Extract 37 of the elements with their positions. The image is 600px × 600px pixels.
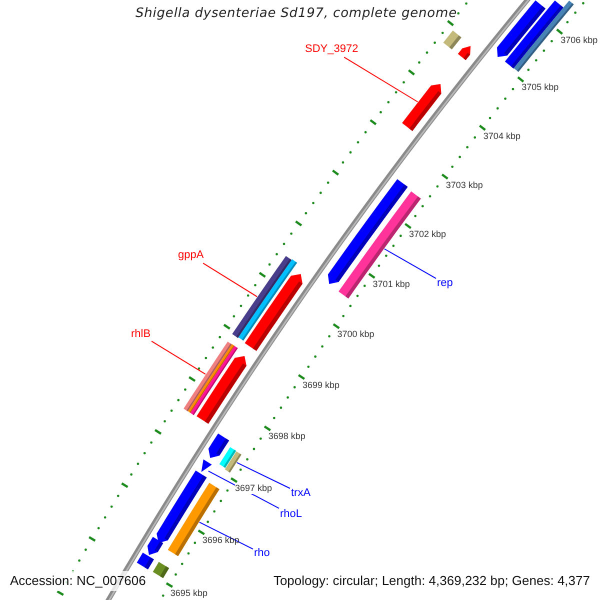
leader-line — [202, 262, 258, 298]
scale-label: 3698 kbp — [268, 431, 306, 442]
gene-feature — [443, 30, 462, 50]
gene-feature — [152, 562, 170, 578]
gene-feature — [402, 84, 442, 131]
gene-label: rep — [437, 277, 453, 290]
scale-label: 3705 kbp — [522, 82, 559, 94]
gene-feature — [136, 552, 154, 570]
gene-feature — [224, 451, 242, 473]
gene-label: rhoL — [280, 508, 302, 522]
gene-label: trxA — [291, 487, 311, 500]
scale-label: 3702 kbp — [408, 228, 446, 240]
leader-line — [198, 522, 254, 550]
map-title: Shigella dysenteriae Sd197, complete genome — [135, 6, 457, 22]
gene-feature — [458, 46, 471, 60]
gene-label: rho — [254, 547, 270, 560]
gene-feature — [244, 274, 302, 351]
gene-feature — [208, 433, 230, 458]
gene-feature — [147, 536, 164, 555]
gene-label: gppA — [178, 249, 204, 262]
scale-label: 3704 kbp — [483, 130, 520, 142]
gene-label: rhlB — [131, 328, 151, 342]
scale-label: 3700 kbp — [337, 329, 374, 340]
leader-line — [344, 56, 418, 102]
leader-line — [236, 462, 290, 489]
gene-feature — [201, 459, 212, 472]
scale-label: 3696 kbp — [202, 535, 240, 546]
gene-feature — [196, 356, 246, 424]
scale-label: 3701 kbp — [372, 278, 410, 290]
scale-label: 3697 kbp — [235, 483, 272, 494]
scale-label: 3703 kbp — [446, 180, 483, 190]
gene-label: SDY_3972 — [305, 43, 358, 56]
leader-line — [384, 248, 436, 279]
scale-label: 3695 kbp — [170, 588, 208, 599]
scale-label: 3699 kbp — [302, 380, 340, 391]
leader-line — [151, 340, 206, 375]
scale-label: 3706 kbp — [560, 34, 598, 46]
